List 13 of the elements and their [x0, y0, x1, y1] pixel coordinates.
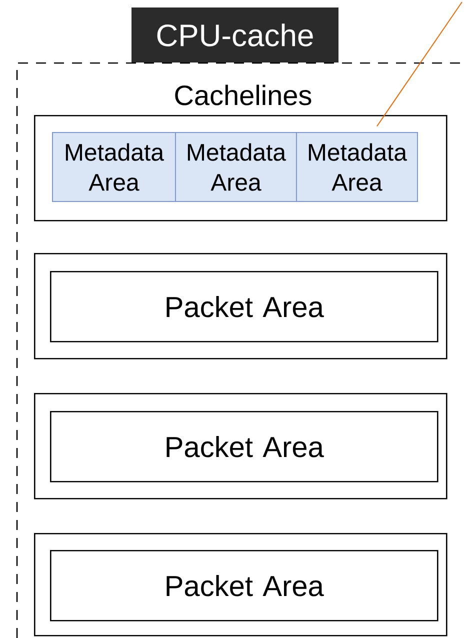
packet-box: Packet Area [50, 550, 438, 622]
container-label: Cachelines [175, 84, 312, 106]
metadata-cell: Metadata Area [296, 132, 418, 202]
cacheline-box [34, 115, 448, 222]
metadata-cell: Metadata Area [52, 132, 176, 202]
packet-box: Packet Area [50, 271, 438, 342]
metadata-cell: Metadata Area [175, 132, 297, 202]
cacheline-box [34, 533, 448, 636]
heading-box: CPU-cache [132, 8, 338, 62]
cacheline-box [34, 393, 448, 500]
leader-line [376, 2, 462, 127]
cacheline-box [34, 253, 448, 360]
packet-box: Packet Area [50, 411, 438, 482]
